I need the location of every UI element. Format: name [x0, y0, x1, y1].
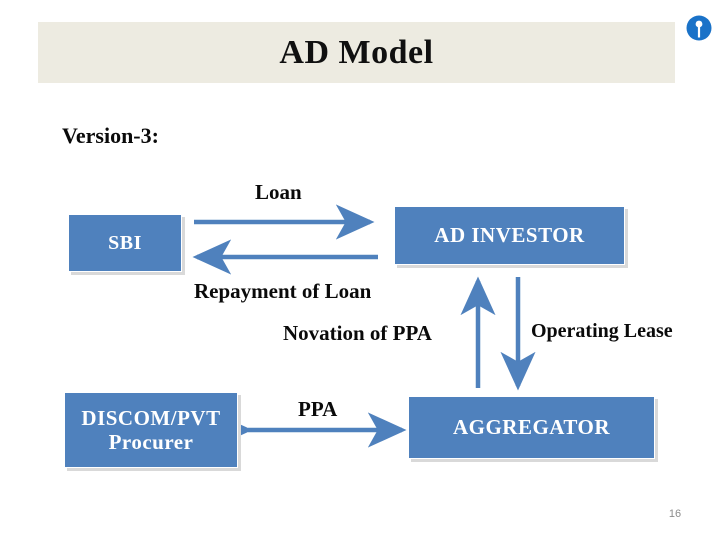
edge-label-ppa: PPA	[298, 397, 338, 421]
edge-label-repayment: Repayment of Loan	[194, 279, 372, 303]
edge-label-operating-lease: Operating Lease	[531, 320, 673, 342]
page-number: 16	[668, 508, 682, 520]
node-discom-pvt-procurer[interactable]: DISCOM/PVT Procurer	[64, 392, 238, 468]
sbi-logo-icon	[686, 15, 712, 41]
node-ad-investor[interactable]: AD INVESTOR	[394, 206, 625, 265]
node-sbi-label: SBI	[108, 231, 142, 254]
version-label: Version-3:	[62, 123, 159, 148]
node-ad-investor-label: AD INVESTOR	[434, 223, 585, 248]
title-bar	[38, 22, 675, 83]
node-aggregator-label: AGGREGATOR	[452, 415, 611, 440]
edge-label-loan: Loan	[255, 180, 302, 204]
node-discom-label-line2: Procurer	[108, 430, 194, 454]
edge-label-novation: Novation of PPA	[283, 321, 432, 345]
node-discom-label: DISCOM/PVT Procurer	[77, 406, 224, 454]
node-sbi[interactable]: SBI	[68, 214, 182, 272]
node-discom-label-line1: DISCOM/PVT	[81, 405, 221, 430]
node-aggregator[interactable]: AGGREGATOR	[408, 396, 655, 459]
page-title: AD Model	[279, 34, 434, 71]
sbi-logo	[686, 12, 712, 46]
